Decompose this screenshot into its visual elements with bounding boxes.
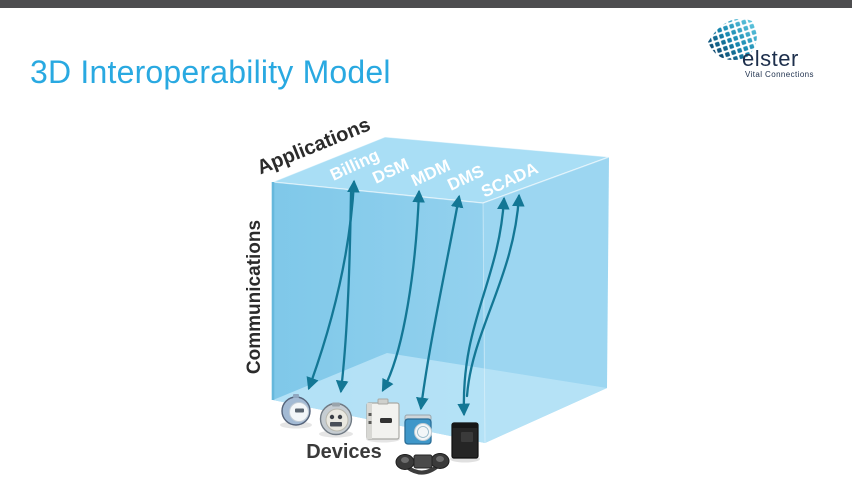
- gas-meter-icon: [319, 402, 353, 438]
- devices-row: [280, 394, 480, 475]
- arrow-dms-water-meter: [416, 194, 464, 411]
- comms-module-icon: [450, 422, 480, 463]
- elster-logo-text: elster: [742, 46, 799, 71]
- page-title: 3D Interoperability Model: [30, 54, 391, 90]
- slide-top-bar: [0, 0, 852, 8]
- pipe-assembly: [395, 453, 450, 475]
- arrow-billing-gas-meter: [335, 190, 353, 394]
- elster-logo-mark-icon: [708, 18, 757, 60]
- axis-label-devices: Devices: [306, 441, 382, 463]
- water-meter-icon: [395, 414, 450, 475]
- axis-label-communications: Communications: [244, 220, 265, 374]
- wall-module-meter-icon: [366, 398, 400, 443]
- arrow-scada-comms-module: [457, 196, 510, 417]
- elster-logo-tagline: Vital Connections: [745, 70, 814, 79]
- elster-logo: elster Vital Connections: [698, 12, 818, 84]
- arrow-scada-secondary: [465, 193, 525, 398]
- arrow-billing-electric-meter: [306, 179, 360, 391]
- data-flow-arrows: [306, 179, 525, 417]
- electric-meter-icon: [280, 394, 312, 429]
